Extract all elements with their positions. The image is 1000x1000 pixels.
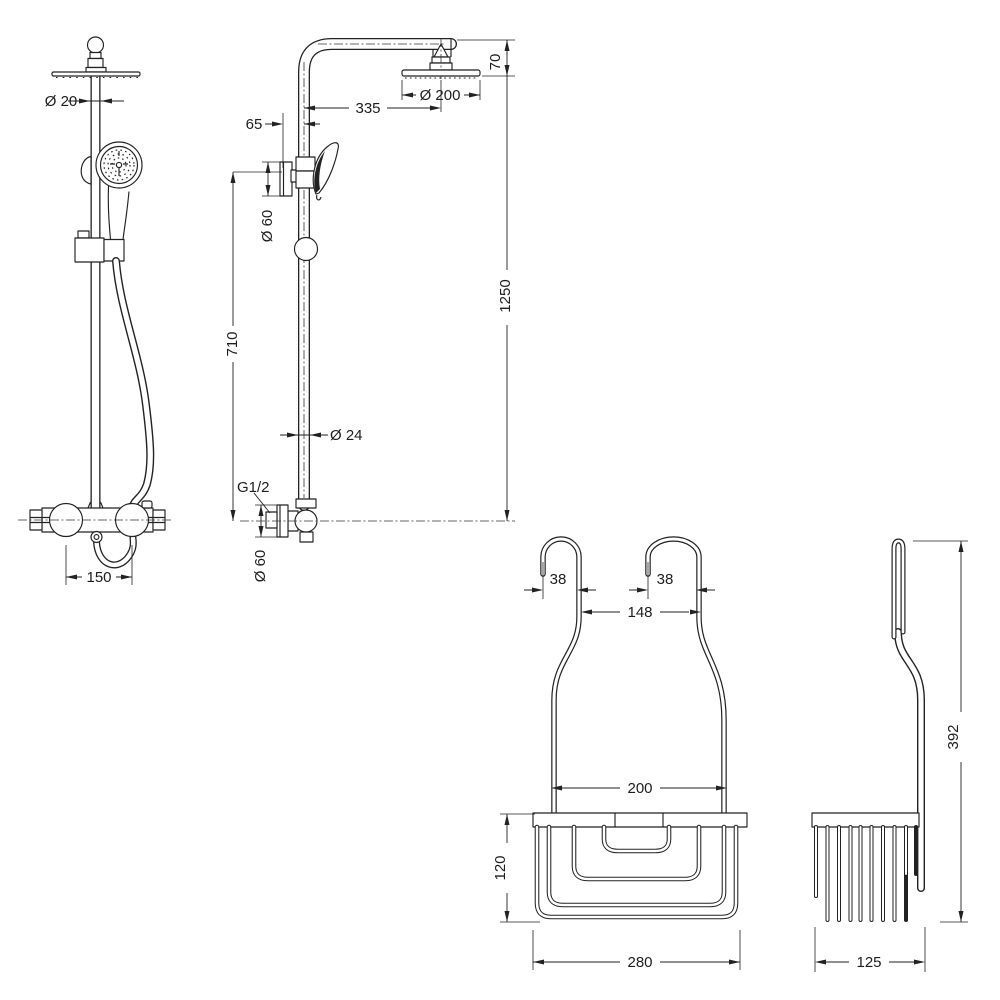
dim-head-diameter: Ø 200 xyxy=(401,80,481,104)
dim-hook-centres: 148 xyxy=(581,604,701,621)
dim-inlet-thread: G1/2 xyxy=(237,479,271,514)
wall-bracket xyxy=(279,161,299,197)
hand-shower-side xyxy=(312,142,339,201)
dim-label: G1/2 xyxy=(237,479,270,496)
caddy-side-view: 392 125 xyxy=(811,538,968,972)
slider-lock-tab xyxy=(77,230,90,239)
slider-clamp xyxy=(74,237,105,263)
dim-label: Ø 20 xyxy=(45,93,78,110)
basket-rim xyxy=(532,812,748,828)
dim-label: 38 xyxy=(550,571,567,588)
dim-basket-height: 120 xyxy=(492,813,540,923)
valve-side xyxy=(265,498,318,543)
dim-valve-fixing-centres: 150 xyxy=(65,545,133,586)
rain-head-edge xyxy=(51,71,141,77)
dim-wall-to-riser: 65 xyxy=(246,113,320,168)
shower-front-view: Ø 20 150 xyxy=(18,36,172,586)
dim-label: 65 xyxy=(246,116,263,133)
slider-knob xyxy=(293,236,319,262)
dim-basket-depth: 125 xyxy=(814,927,926,972)
dim-label-head-drop: 70 xyxy=(487,54,504,71)
thermostatic-valve-front xyxy=(29,500,166,569)
dim-label: Ø 60 xyxy=(252,550,269,583)
dim-rail-width: 200 xyxy=(551,780,727,797)
dim-label: 710 xyxy=(224,331,241,356)
dim-right-hook-opening: 38 xyxy=(629,562,715,599)
dim-label: 125 xyxy=(856,954,881,971)
caddy-front-view: 38 38 148 200 120 xyxy=(492,536,748,971)
dim-head-reach: 335 xyxy=(304,80,442,117)
dim-label: 38 xyxy=(657,571,674,588)
handset-holder xyxy=(80,155,92,185)
hand-shower-handle xyxy=(107,185,112,241)
dim-label: 392 xyxy=(945,724,962,749)
dim-left-hook-opening: 38 xyxy=(524,562,596,599)
pipe-collar xyxy=(295,498,317,509)
dim-label: 200 xyxy=(627,780,652,797)
dim-label: 148 xyxy=(627,604,652,621)
dim-basket-width: 280 xyxy=(532,930,741,971)
slider-sleeve xyxy=(295,156,316,172)
rain-head-side xyxy=(401,69,481,77)
dim-label-overall-height: 1250 xyxy=(497,279,514,312)
dim-caddy-overall-height: 392 xyxy=(913,540,968,923)
dim-bracket-flange-diameter: Ø 60 xyxy=(259,161,281,243)
basket-wires-side xyxy=(814,825,918,922)
dim-label: 120 xyxy=(492,855,509,880)
bracket-slots xyxy=(30,516,165,524)
shower-side-view: 70 1250 Ø 200 335 65 xyxy=(224,38,515,582)
dim-label: Ø 24 xyxy=(330,427,363,444)
dim-label: 280 xyxy=(627,954,652,971)
caddy-hooks xyxy=(540,536,727,817)
hose-outlet xyxy=(90,530,103,544)
dim-valve-flange-diameter: Ø 60 xyxy=(252,504,278,583)
hand-shower-face xyxy=(95,141,143,189)
dim-riser-pipe-diameter: Ø 24 xyxy=(280,427,363,444)
dim-top-pipe-diameter: Ø 20 xyxy=(45,93,124,110)
basket-rim-side xyxy=(811,812,920,828)
caddy-hook-tip-side xyxy=(891,538,906,640)
inlet-connector xyxy=(265,511,278,529)
basket-wires xyxy=(534,824,739,920)
diverter-knob xyxy=(86,36,105,54)
dim-label: Ø 60 xyxy=(259,210,276,243)
dim-overall-height-and-head-drop: 70 1250 xyxy=(457,39,515,521)
dim-label: 335 xyxy=(355,100,380,117)
dim-riser-length: 710 xyxy=(224,171,282,521)
hose-union-nut xyxy=(141,500,153,509)
dim-label: 150 xyxy=(86,569,111,586)
dim-label: Ø 200 xyxy=(420,87,461,104)
